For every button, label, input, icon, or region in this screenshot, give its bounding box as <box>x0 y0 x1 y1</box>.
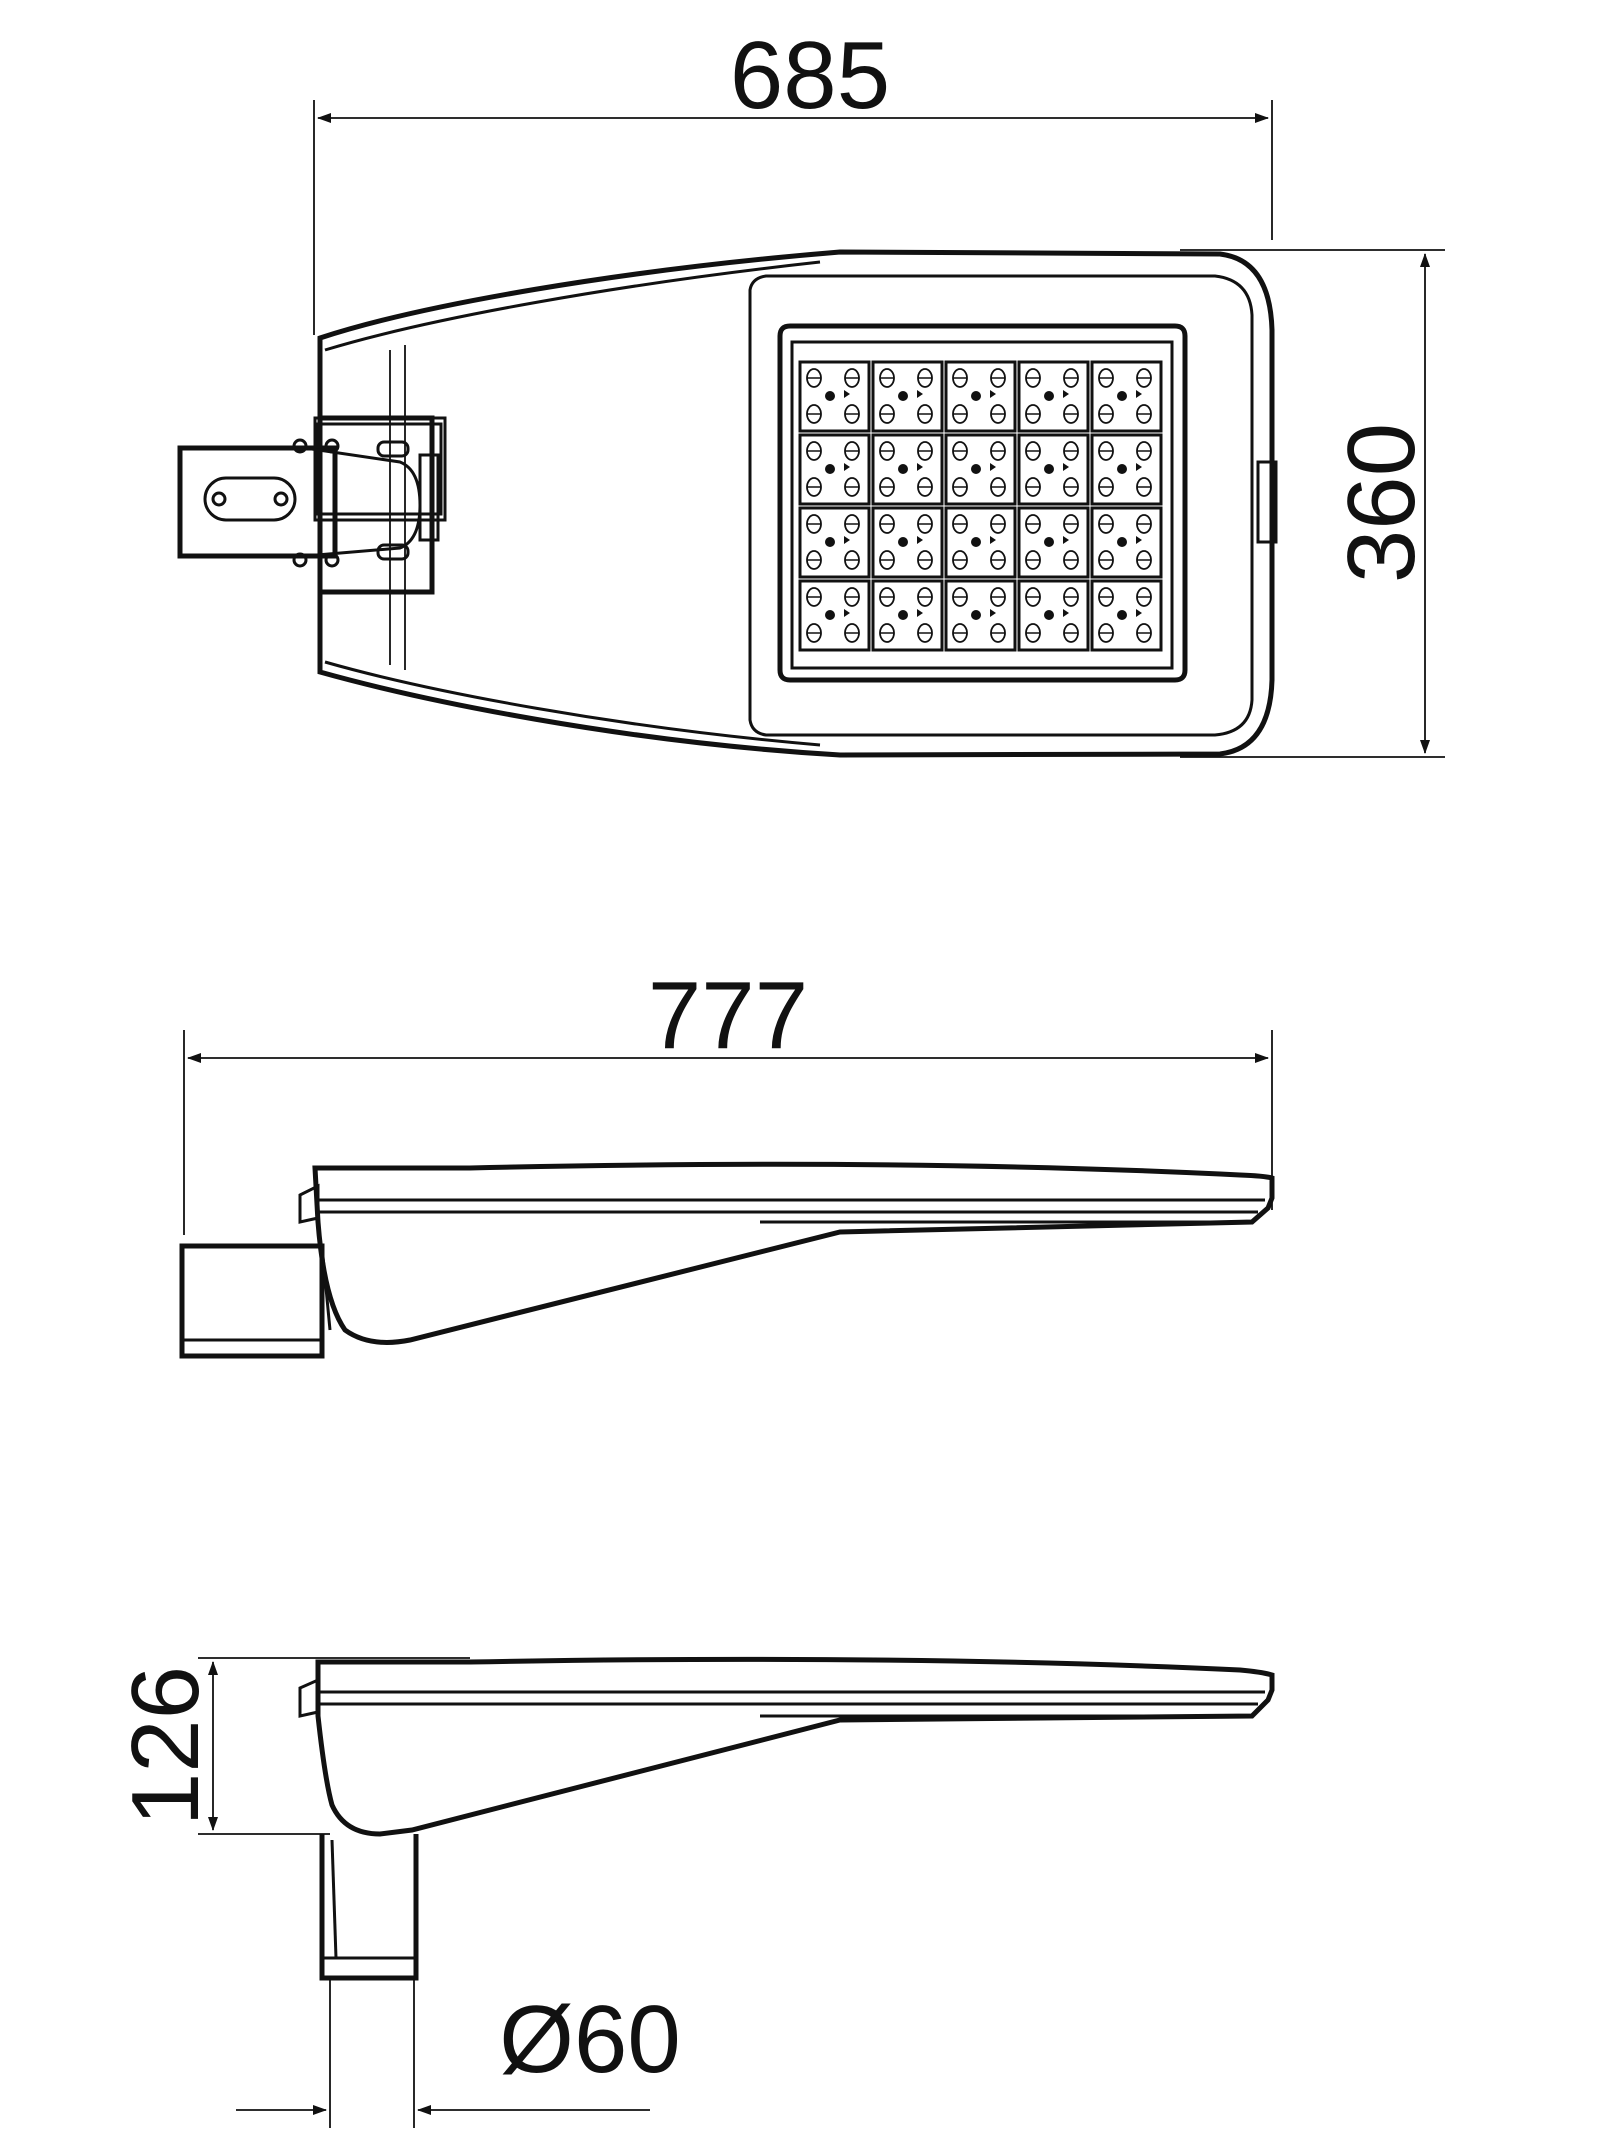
dimension-tube-diameter: Ø60 <box>236 1978 681 2128</box>
led-chip <box>971 610 981 620</box>
led-chip <box>1044 537 1054 547</box>
led-chip <box>825 610 835 620</box>
led-chip <box>1117 610 1127 620</box>
led-module <box>1017 433 1090 506</box>
led-module <box>798 360 871 433</box>
led-chip <box>825 391 835 401</box>
led-module <box>1090 506 1163 579</box>
mounting-bracket-top <box>177 415 447 595</box>
led-module <box>944 506 1017 579</box>
led-chip <box>825 537 835 547</box>
led-chip <box>898 464 908 474</box>
led-panel <box>777 323 1188 683</box>
led-chip <box>825 464 835 474</box>
led-module <box>871 433 944 506</box>
led-chip <box>971 464 981 474</box>
housing-top-outline <box>317 249 1278 758</box>
dimension-top-width: 685 <box>313 22 1273 335</box>
led-chip <box>1117 391 1127 401</box>
top-view: 685 360 <box>177 22 1445 758</box>
dimension-side-length: 777 <box>183 962 1273 1235</box>
dimension-label-685: 685 <box>730 22 890 129</box>
side-view: 777 <box>179 962 1275 1359</box>
led-module <box>1017 506 1090 579</box>
housing-profile-outline <box>298 1656 1275 1981</box>
led-chip <box>1044 391 1054 401</box>
led-chip <box>971 391 981 401</box>
led-chip <box>1044 464 1054 474</box>
led-chip <box>1117 464 1127 474</box>
led-module <box>798 506 871 579</box>
dimension-label-126: 126 <box>112 1666 219 1826</box>
led-chip <box>898 537 908 547</box>
dimension-label-777: 777 <box>648 962 808 1069</box>
led-module <box>1017 579 1090 652</box>
led-module <box>1090 579 1163 652</box>
dimension-label-diameter: Ø60 <box>499 1986 680 2093</box>
led-module <box>944 360 1017 433</box>
led-module <box>798 433 871 506</box>
led-chip <box>971 537 981 547</box>
led-module <box>944 433 1017 506</box>
dimension-profile-height: 126 <box>112 1657 470 1835</box>
led-chip <box>898 610 908 620</box>
led-module <box>1017 360 1090 433</box>
housing-side-outline <box>179 1161 1275 1359</box>
led-module <box>871 579 944 652</box>
led-module <box>871 506 944 579</box>
led-module <box>1090 433 1163 506</box>
led-module <box>798 579 871 652</box>
led-module-grid <box>798 360 1163 652</box>
dimension-label-360: 360 <box>1328 423 1435 583</box>
led-chip <box>898 391 908 401</box>
led-module <box>871 360 944 433</box>
dimension-top-height: 360 <box>1180 249 1445 758</box>
led-chip <box>1044 610 1054 620</box>
led-module <box>1090 360 1163 433</box>
led-module <box>944 579 1017 652</box>
profile-view: 126 Ø60 <box>112 1656 1275 2128</box>
led-chip <box>1117 537 1127 547</box>
